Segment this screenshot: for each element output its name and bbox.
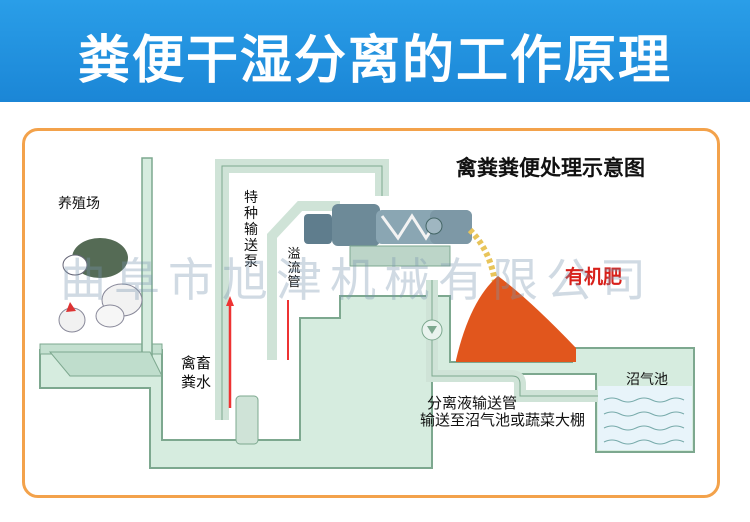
separator-machine bbox=[304, 204, 472, 267]
label-liquid-pipe: 分离液输送管 bbox=[427, 394, 518, 412]
banner-title: 粪便干湿分离的工作原理 bbox=[77, 31, 672, 91]
overflow-pipe bbox=[267, 201, 340, 360]
biogas-pool-water bbox=[598, 386, 692, 450]
label-manure-water: 禽畜粪水 bbox=[181, 354, 212, 391]
ground-structure bbox=[39, 295, 695, 469]
label-overflow-pipe: 溢流管 bbox=[287, 247, 301, 290]
title-banner: 粪便干湿分离的工作原理 bbox=[0, 0, 750, 102]
diagram-title: 禽粪粪便处理示意图 bbox=[456, 156, 645, 180]
label-organic-fertilizer: 有机肥 bbox=[565, 266, 623, 288]
pump-body bbox=[235, 395, 259, 445]
fertilizer-stream bbox=[467, 227, 498, 283]
manure-chute bbox=[48, 351, 163, 377]
livestock-illustration bbox=[58, 238, 143, 333]
label-pump: 特种输送泵 bbox=[244, 190, 258, 270]
company-watermark: 曲阜市旭津机械有限公司 bbox=[60, 253, 654, 307]
label-farm: 养殖场 bbox=[58, 196, 100, 212]
fertilizer-pile bbox=[456, 276, 576, 362]
label-biogas-pool: 沼气池 bbox=[626, 372, 668, 388]
label-liquid-destination: 输送至沼气池或蔬菜大棚 bbox=[420, 411, 586, 429]
